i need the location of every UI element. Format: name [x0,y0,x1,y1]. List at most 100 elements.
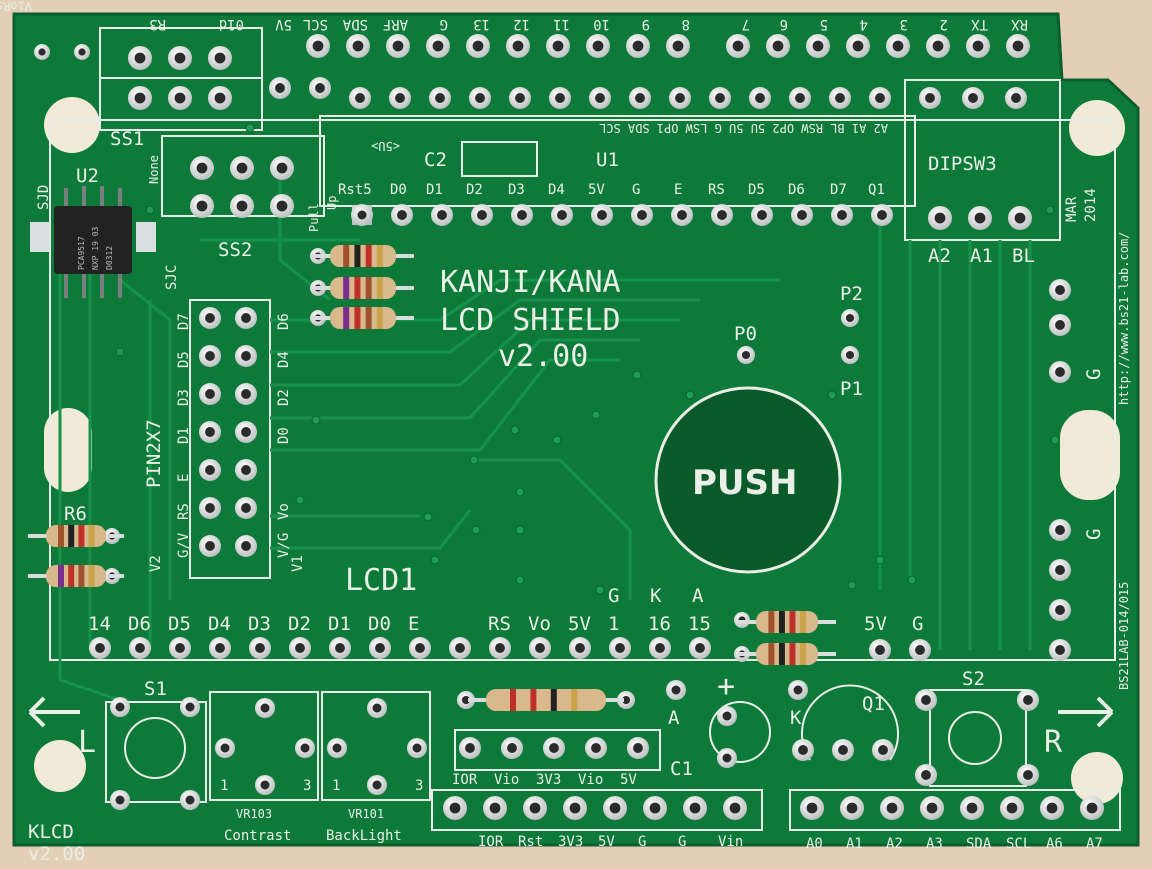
lcd-right-label: G [912,613,923,635]
lcd-pin-label: 14 [88,613,111,635]
date-year: 2014 [1083,188,1099,222]
copper-traces [58,180,1032,702]
lcd-pin-label: D1 [328,613,351,635]
pin2x7-left-label: D1 [176,427,192,444]
u1-pin-label: D3 [508,182,525,198]
lcd-pin-label: D3 [248,613,271,635]
p0-label: P0 [734,323,757,345]
arduino-pin-label: 5 [820,16,828,32]
analog-header-label: SCL [1006,836,1031,852]
s2-label: S2 [962,668,985,690]
vr103-label: VR103 [236,807,272,821]
u2-chip-text-1: PCA9517 [77,236,86,270]
analog-header-label: A0 [806,836,823,852]
resistor-r6b [28,565,124,587]
lcd-label: LCD1 [345,563,417,598]
pin2x7-left-label: G/V [176,532,192,558]
lcd-pin-label: D6 [128,613,151,635]
power-header-label: G [638,834,646,850]
pin2x7-right-label: D2 [276,389,292,406]
u1-pin-label: D5 [748,182,765,198]
power-header-label: Rst [518,834,543,850]
pin2x7-left-label: E [176,474,192,482]
u1-pin-label: G [632,182,640,198]
u2-label: U2 [76,165,99,187]
arduino-pin-label: 4 [860,16,868,32]
arduino-pin-label: 5V [275,16,292,32]
board-title-line1: KANJI/KANA [440,265,621,300]
pull-label: Pull [307,203,321,232]
p1-label: P1 [840,378,863,400]
push-label: PUSH [692,463,797,503]
sjd-label: SJD [36,185,52,210]
u2-chip: PCA9517 NXP 19 03 D0312 [30,186,156,298]
arduino-pin-label: 6 [780,16,788,32]
label-r3: R3 [149,16,166,32]
pin2x7-left-label: D7 [176,313,192,330]
c1-plus: + [717,669,735,704]
u1-pin-label: D6 [788,182,805,198]
lcd-top-label: K [650,585,662,607]
arduino-pin-label: 13 [473,16,490,32]
part-number: BS21LAB-014/015 [1117,582,1131,690]
resistor-3 [312,307,414,329]
vr-pin-label: 1 [220,778,228,794]
lcd-top-label: G [608,585,619,607]
arduino-pin-label: 9 [642,16,650,32]
power-header-label: G [678,834,686,850]
p2-label: P2 [840,283,863,305]
c1-label: C1 [670,758,693,780]
lcd-pin-label: 1 [608,613,619,635]
arduino-pin-label: ARF [383,16,408,32]
power-header-label: IOR [478,834,504,850]
label-viorst: VioRst [0,0,32,13]
pin2x7-left-label: D3 [176,389,192,406]
lcd-pin-label: 5V [568,613,591,635]
pin2x7-right-label: D0 [276,427,292,444]
u1-pin-label: Rst5 [338,182,372,198]
power-header-label: 5V [598,834,615,850]
resistors [28,245,836,711]
cathode-mark: K [790,707,802,729]
lcd-pin-label: 15 [688,613,711,635]
left-letter: L [78,725,96,760]
arduino-pin-label: 8 [682,16,690,32]
mounting-holes [34,97,1125,804]
logo-line2: v2.00 [28,843,85,865]
resistor-5 [738,643,836,665]
ground-label-2: G [1083,529,1105,540]
arduino-pin-label: 11 [553,16,570,32]
small-header-label: Vio [578,772,603,788]
analog-header-label: A6 [1046,836,1063,852]
board-version: v2.00 [498,339,588,374]
lcd-top-label: A [692,585,704,607]
resistor-2 [312,277,414,299]
small-header-label: IOR [452,772,478,788]
vias [115,123,1060,595]
mirrored-pin-row: A2 A1 BL RSW OP2 5U 5U G LSW OP1 SDA SCL [599,121,888,135]
analog-header-label: A7 [1086,836,1103,852]
pin2x7-left-label: RS [176,503,192,520]
none-label: None [147,155,161,184]
anode-mark: A [668,707,680,729]
vr103-name: Contrast [224,828,291,844]
vr101-name: BackLight [326,828,402,844]
u1-pin-label: D1 [426,182,443,198]
u1-pin-label: Q1 [868,182,885,198]
analog-header-label: SDA [966,836,992,852]
arduino-pin-label: 2 [940,16,948,32]
label-old: 01d [219,16,244,32]
lcd-pin-label: D4 [208,613,231,635]
dip-switch-label: A1 [970,245,993,267]
arduino-pin-label: RX [1011,16,1028,32]
small-header-label: 3V3 [536,772,561,788]
pin2x7-right-label: D4 [276,351,292,368]
arduino-pin-label: 7 [742,16,750,32]
power-header-label: 3V3 [558,834,583,850]
pin-labels: VioRstR301d5VSCLSDAARFG1312111098765432T… [0,0,1103,852]
pin2x7-label: PIN2X7 [143,419,165,488]
dipsw-label: DIPSW3 [928,153,997,175]
dip-switch-label: BL [1012,245,1035,267]
voltage-label: <5U> [371,139,400,153]
pin2x7-right-label: Vo [276,503,292,520]
